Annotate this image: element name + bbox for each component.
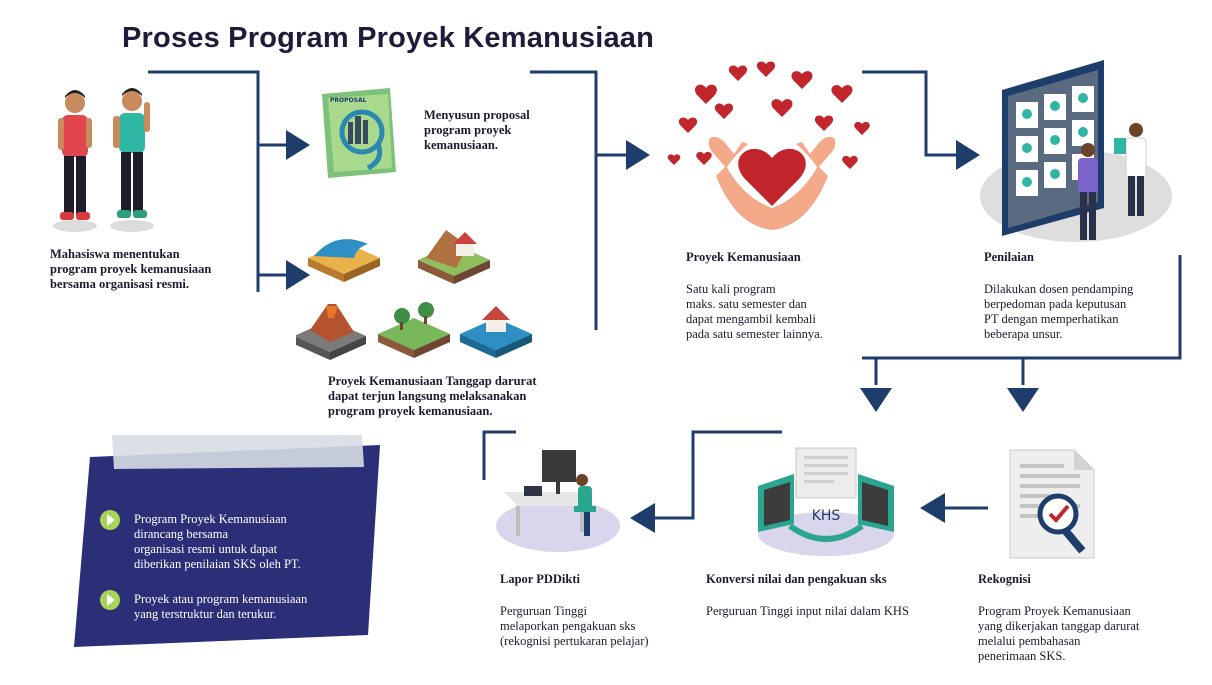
bullet-icon [100, 510, 120, 530]
step-proyek-title: Proyek Kemanusiaan [686, 250, 801, 264]
step-mahasiswa-text: Mahasiswa menentukan program proyek kema… [50, 247, 212, 291]
step-lapor-desc: Perguruan Tinggi melaporkan pengakuan sk… [500, 604, 649, 648]
step-penilaian-desc: Dilakukan dosen pendamping berpedoman pa… [984, 282, 1134, 341]
note-item-2: Proyek atau program kemanusiaan yang ter… [134, 592, 308, 621]
proposal-cover-label: PROPOSAL [330, 97, 367, 104]
note-item-1: Program Proyek Kemanusiaan dirancang ber… [134, 512, 301, 571]
arrow-down-icon [860, 388, 892, 412]
rekognisi-illustration [1009, 449, 1095, 559]
step-penilaian-title: Penilaian [984, 250, 1035, 264]
notes-panel-bg [74, 435, 380, 647]
arrow-down-icon [1007, 388, 1039, 412]
lapor-illustration [496, 450, 620, 552]
khs-label: KHS [812, 508, 841, 524]
bullet-icon [100, 590, 120, 610]
step-lapor-title: Lapor PDDikti [500, 572, 580, 586]
arrow-right-icon [286, 260, 310, 290]
step-konversi-desc: Perguruan Tinggi input nilai dalam KHS [706, 604, 909, 618]
page-title: Proses Program Proyek Kemanusiaan [122, 22, 655, 54]
arrow-right-icon [956, 140, 980, 170]
step-rekognisi-title: Rekognisi [978, 572, 1031, 586]
arrow-right-icon [286, 130, 310, 160]
step-rekognisi-desc: Program Proyek Kemanusiaan yang dikerjak… [978, 604, 1140, 663]
proposal-illustration: PROPOSAL [322, 88, 396, 178]
arrow-left-icon [630, 503, 655, 533]
step-tanggap-text: Proyek Kemanusiaan Tanggap darurat dapat… [328, 374, 537, 418]
arrow-right-icon [626, 140, 650, 170]
khs-illustration: KHS [758, 447, 894, 556]
step-proposal-text: Menyusun proposal program proyek kemanus… [424, 108, 530, 152]
hearts-hands-illustration [667, 61, 870, 230]
penilaian-illustration [980, 60, 1172, 242]
disaster-illustration [296, 230, 532, 360]
step-proyek-desc: Satu kali program maks. satu semester da… [686, 282, 823, 341]
step-konversi-title: Konversi nilai dan pengakuan sks [706, 572, 887, 586]
arrow-left-icon [920, 493, 945, 523]
students-illustration [53, 88, 154, 232]
